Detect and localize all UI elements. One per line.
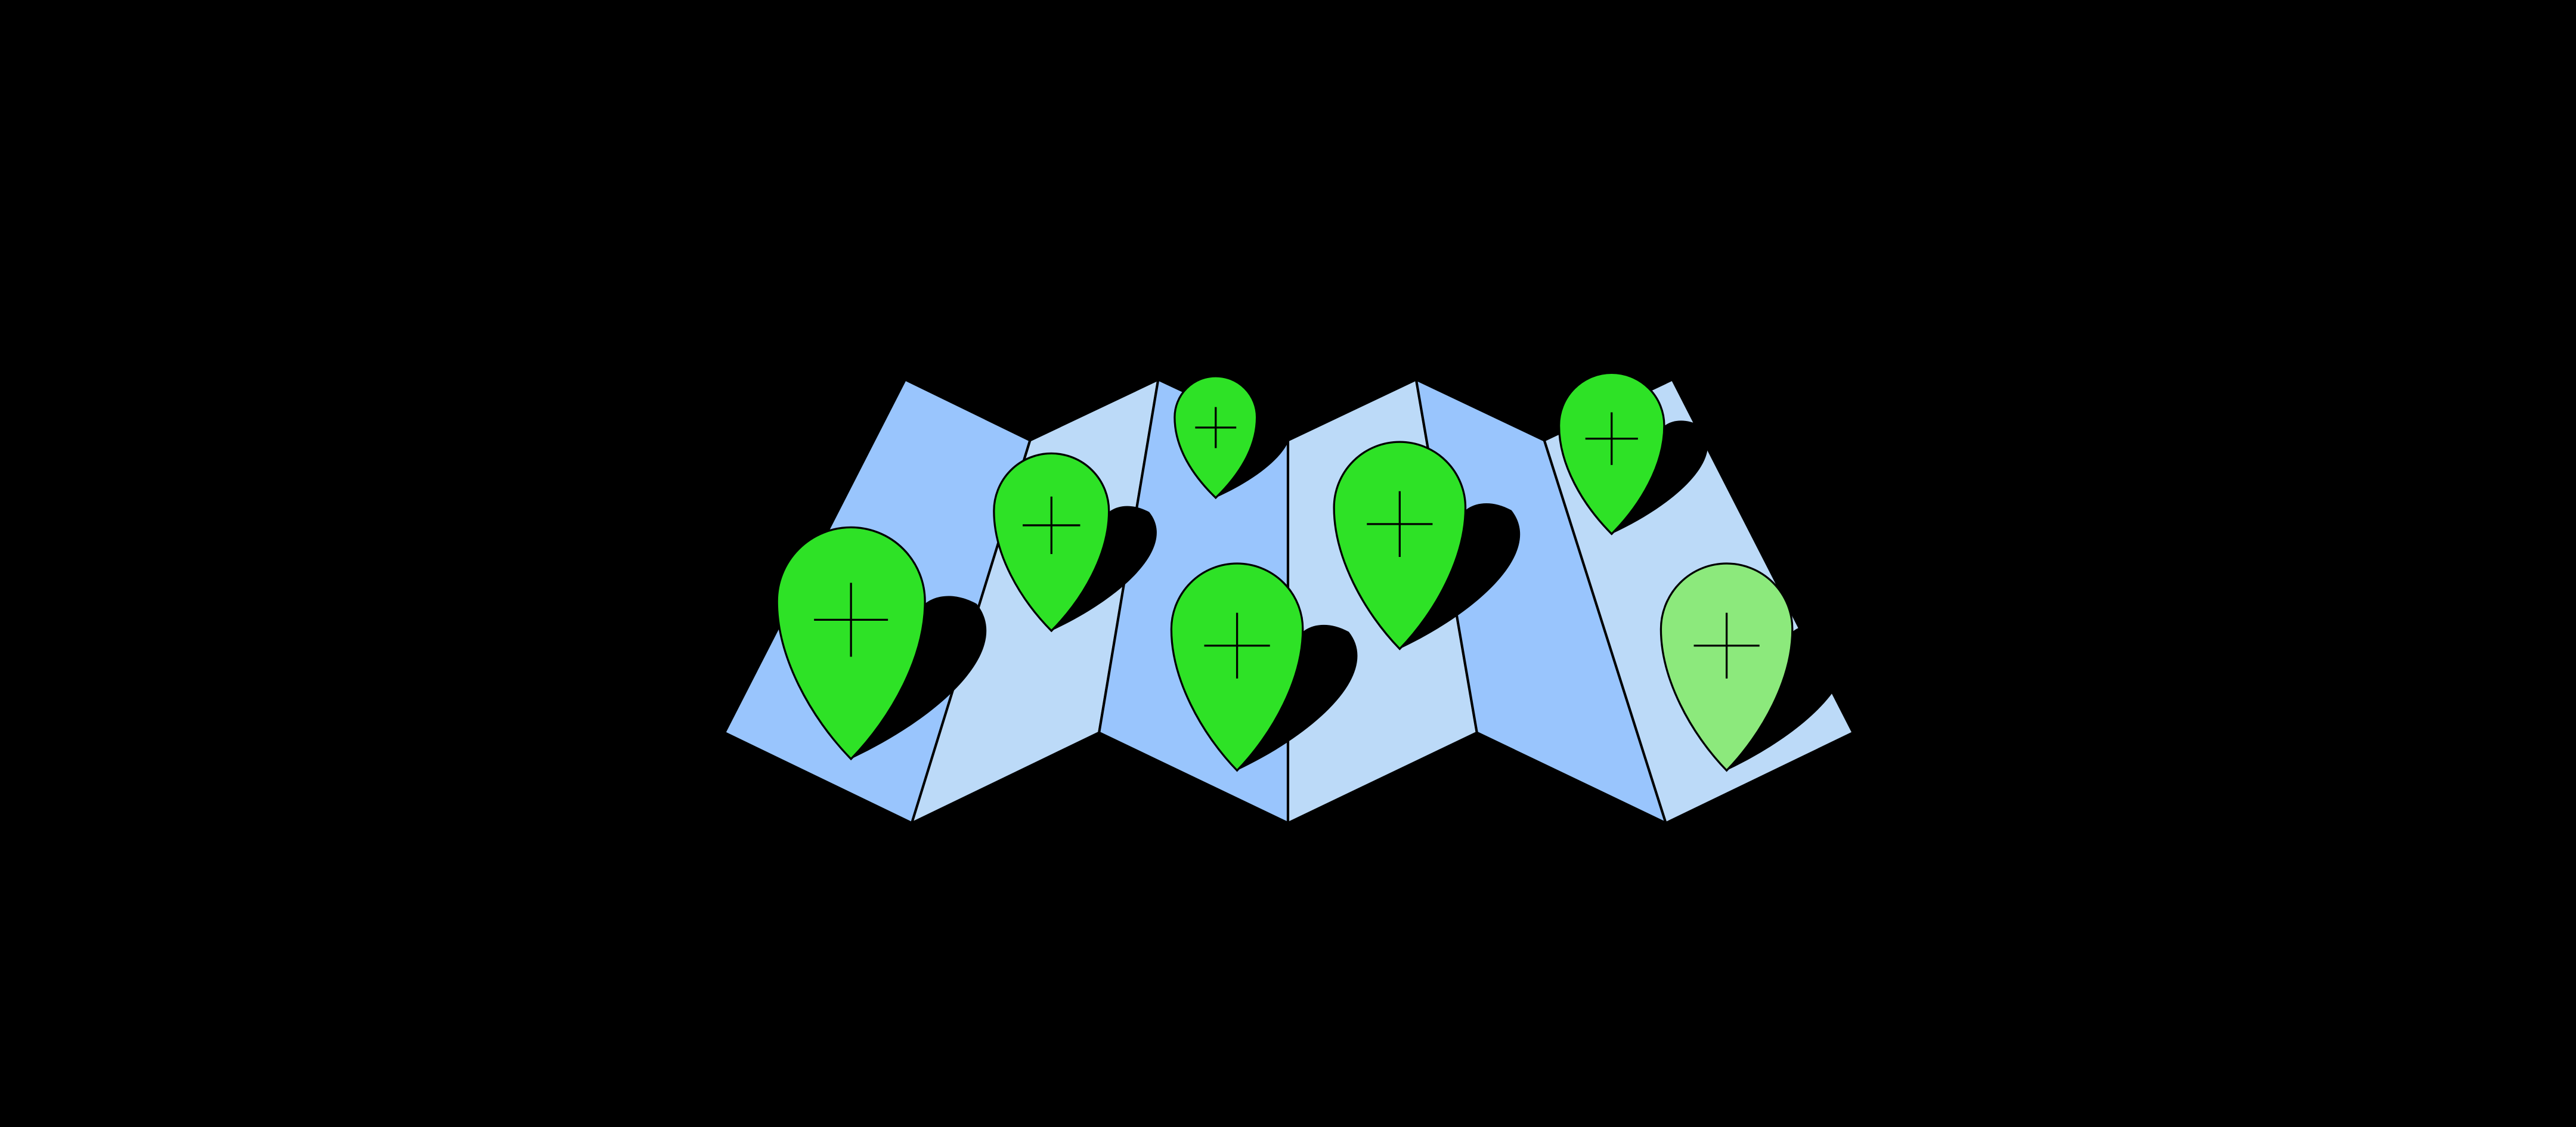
pin-5 bbox=[1333, 441, 1521, 651]
location-pins bbox=[776, 371, 1847, 772]
plus-icon bbox=[1367, 491, 1433, 557]
plus-icon bbox=[1023, 496, 1080, 555]
plus-icon bbox=[1585, 412, 1638, 465]
plus-icon bbox=[1195, 407, 1237, 448]
plus-icon bbox=[1204, 612, 1270, 679]
pin-4 bbox=[1170, 562, 1358, 772]
plus-icon bbox=[814, 583, 888, 657]
pin-6 bbox=[1558, 371, 1708, 535]
pin-3 bbox=[1174, 375, 1291, 500]
pin-7-highlighted bbox=[1659, 562, 1847, 772]
pin-2 bbox=[993, 452, 1157, 633]
pin-1 bbox=[776, 526, 987, 761]
plus-icon bbox=[1693, 612, 1760, 679]
